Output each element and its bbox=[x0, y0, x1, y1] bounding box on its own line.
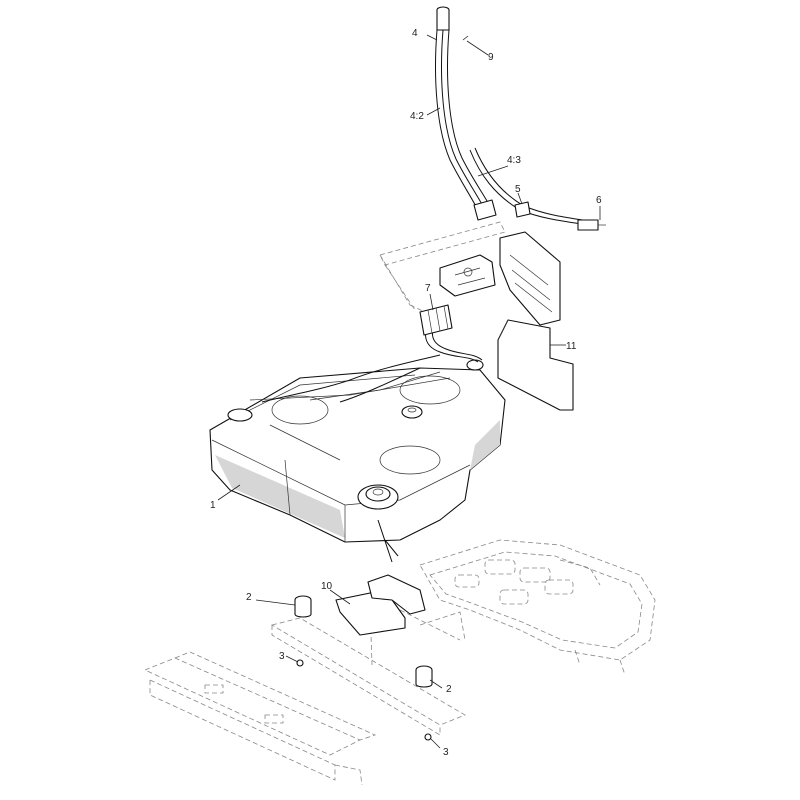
tank-pad bbox=[335, 574, 426, 636]
phantom-cross-rail bbox=[143, 617, 466, 786]
callout-9: 9 bbox=[488, 52, 494, 63]
phantom-frame-plate bbox=[419, 539, 656, 676]
callout-4-3: 4:3 bbox=[507, 155, 521, 166]
callout-7: 7 bbox=[425, 283, 431, 294]
fuel-pump-flange bbox=[357, 484, 399, 563]
callout-5: 5 bbox=[515, 184, 521, 195]
callout-4-2: 4:2 bbox=[410, 111, 424, 122]
vent-hose bbox=[469, 147, 606, 231]
fuel-tank bbox=[209, 359, 506, 543]
callout-2-right: 2 bbox=[446, 684, 452, 695]
callout-3-right: 3 bbox=[443, 747, 449, 758]
nut-left bbox=[296, 659, 304, 667]
callout-4: 4 bbox=[412, 28, 418, 39]
callout-6: 6 bbox=[596, 195, 602, 206]
bumper-left bbox=[294, 595, 312, 618]
chassis-bracket-upper bbox=[439, 254, 496, 297]
bumper-right bbox=[415, 665, 433, 688]
leader-lines bbox=[217, 34, 601, 749]
callout-3-left: 3 bbox=[279, 651, 285, 662]
callout-2-left: 2 bbox=[246, 592, 252, 603]
chassis-bracket-side bbox=[499, 231, 561, 326]
filler-hose bbox=[435, 6, 497, 221]
nut-right bbox=[424, 733, 432, 741]
callout-10: 10 bbox=[321, 581, 333, 592]
hose-connector bbox=[419, 304, 453, 336]
heat-shield bbox=[497, 319, 574, 411]
callout-11: 11 bbox=[566, 341, 577, 352]
callout-1: 1 bbox=[210, 500, 216, 511]
phantom-chassis-link bbox=[379, 221, 506, 313]
fuel-level-sender bbox=[401, 405, 423, 419]
